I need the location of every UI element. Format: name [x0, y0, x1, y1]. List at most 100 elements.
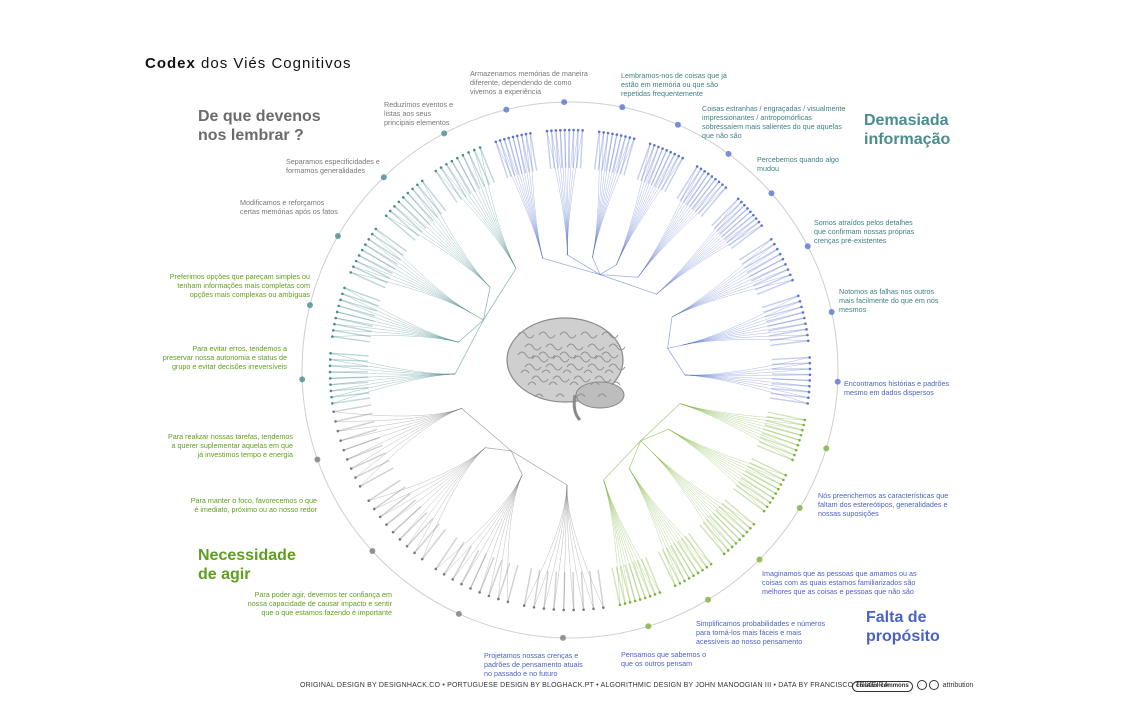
bias-label-stub — [685, 173, 709, 206]
category-dot — [828, 308, 835, 315]
bias-label-stub — [753, 268, 789, 287]
leaf-dot — [339, 298, 342, 302]
branch-leaf — [414, 447, 486, 553]
leaf-dot — [467, 151, 470, 154]
bias-label-stub — [624, 564, 636, 602]
branch-trunk — [454, 319, 484, 375]
bias-label-stub — [657, 551, 676, 587]
leaf-dot — [406, 191, 410, 195]
branch-leaf — [368, 447, 486, 501]
brain-fold — [517, 351, 535, 359]
brain-fold — [555, 393, 565, 398]
leaf-dot — [360, 248, 364, 252]
bias-label-stub — [343, 436, 380, 451]
branch-leaf — [679, 403, 804, 426]
leaf-dot — [572, 608, 575, 612]
brain-fold — [545, 363, 563, 371]
branch-leaf — [330, 353, 456, 375]
bias-label-stub — [516, 135, 527, 174]
license-badge: creative commons attribution — [852, 680, 973, 692]
leaf-dot — [529, 131, 532, 135]
bias-label-stub — [771, 378, 810, 382]
category-dot — [725, 150, 732, 157]
branch-leaf — [567, 130, 583, 256]
bias-label-stub — [605, 133, 614, 172]
leaf-dot — [701, 568, 704, 572]
bias-label-stub — [330, 365, 369, 368]
leaf-dot — [721, 183, 724, 186]
brain-fold — [538, 331, 556, 339]
leaf-dot — [615, 133, 619, 136]
leaf-dot — [677, 154, 681, 158]
bias-label-stub — [559, 130, 563, 169]
brain-fold — [594, 375, 612, 383]
bias-label-stub — [765, 419, 803, 431]
bias-label-stub — [700, 187, 727, 217]
bias-label-stub — [456, 157, 476, 192]
leaf-dot — [405, 544, 409, 548]
bias-label-stub — [640, 558, 656, 595]
leaf-dot — [793, 453, 796, 457]
bias-label-stub — [771, 382, 810, 387]
leaf-dot — [385, 523, 388, 526]
bias-label-stub — [611, 567, 621, 605]
branch-leaf — [566, 484, 584, 610]
leaf-dot — [799, 433, 803, 437]
leaf-dot — [699, 167, 703, 171]
bias-label-stub — [768, 328, 807, 337]
branch-leaf — [679, 403, 793, 461]
bias-label-stub — [546, 131, 552, 169]
leaf-dot — [364, 243, 367, 246]
bias-label-stub — [550, 130, 556, 169]
caption-prefer-simple: Preferimos opções que pareçam simples ou… — [169, 272, 310, 299]
bias-label-stub — [543, 570, 549, 609]
leaf-dot — [507, 136, 510, 140]
bias-label-stub — [499, 140, 512, 177]
bias-label-stub — [469, 553, 487, 589]
leaf-dot — [328, 377, 332, 380]
category-dot — [559, 634, 566, 641]
leaf-dot — [633, 599, 637, 603]
leaf-dot — [592, 607, 595, 611]
bias-label-stub — [406, 517, 434, 547]
leaf-dot — [341, 292, 344, 296]
bias-label-stub — [716, 204, 745, 232]
bias-label-stub — [392, 505, 422, 533]
category-dot — [705, 596, 712, 603]
branch-leaf — [435, 474, 523, 570]
bias-label-stub — [676, 166, 698, 200]
leaf-dot — [532, 605, 536, 609]
leaf-dot — [393, 205, 396, 208]
leaf-dot — [442, 573, 446, 576]
bias-label-stub — [757, 445, 793, 461]
bias-label-stub — [688, 176, 713, 208]
bias-label-stub — [452, 545, 472, 580]
branch-trunk — [483, 268, 517, 321]
bias-label-stub — [520, 134, 530, 173]
leaf-dot — [451, 578, 455, 581]
bias-label-stub — [375, 228, 407, 252]
leaf-dot — [734, 542, 738, 545]
leaf-dot — [332, 410, 335, 413]
bias-label-stub — [623, 138, 635, 176]
leaf-dot — [798, 438, 801, 442]
bias-label-stub — [331, 392, 370, 398]
branch-leaf — [435, 170, 517, 269]
leaf-dot — [705, 565, 709, 569]
leaf-dot — [572, 128, 575, 132]
brain-fold — [559, 351, 577, 359]
branch-leaf — [679, 403, 805, 421]
bias-label-stub — [669, 545, 690, 579]
leaf-dot — [562, 608, 566, 612]
bias-label-stub — [359, 467, 394, 487]
leaf-dot — [789, 273, 792, 277]
leaf-dot — [803, 418, 807, 422]
leaf-dot — [497, 597, 500, 601]
branch-leaf — [337, 408, 462, 432]
